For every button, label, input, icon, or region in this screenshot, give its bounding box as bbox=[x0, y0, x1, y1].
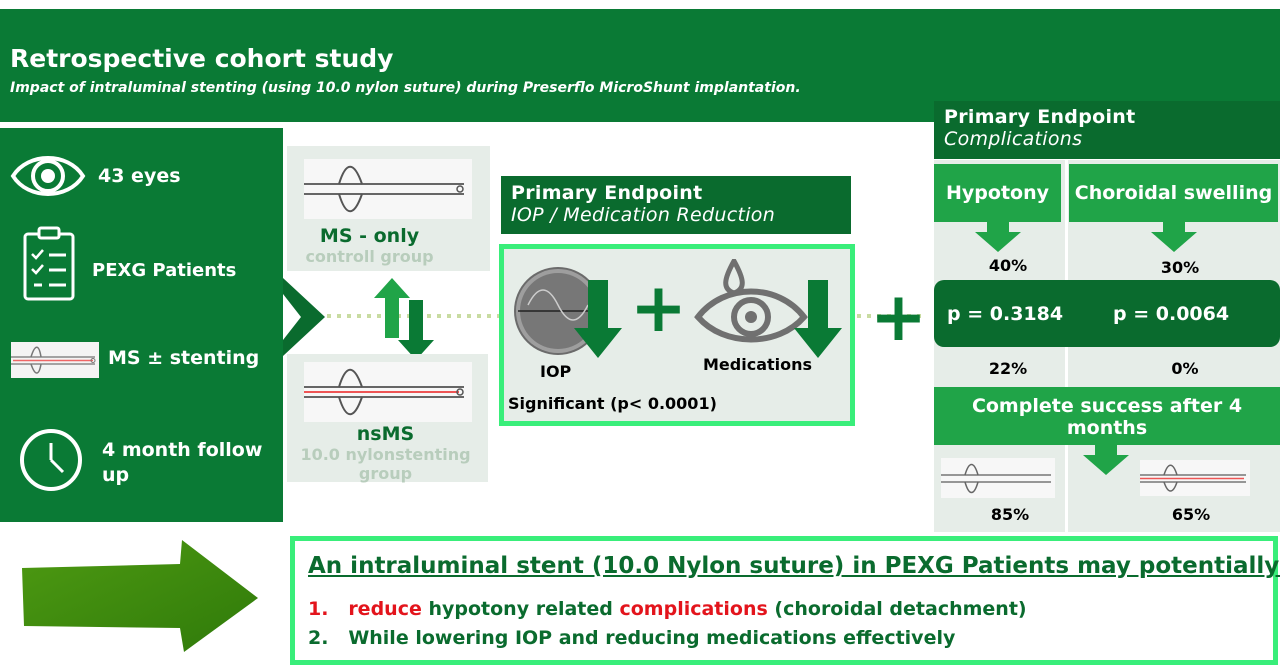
stenting-label: MS ± stenting bbox=[108, 347, 260, 369]
microshunt-icon bbox=[304, 159, 472, 219]
significance-label: Significant (p< 0.0001) bbox=[508, 394, 717, 413]
complications-subheading: Complications bbox=[944, 128, 1083, 150]
item2-text: While lowering IOP and reducing medicati… bbox=[348, 627, 956, 649]
clock-icon bbox=[20, 429, 82, 491]
success-ms-pct: 85% bbox=[990, 505, 1030, 524]
nsms-label: nsMS bbox=[356, 423, 415, 445]
conclusion-heading: An intraluminal stent (10.0 Nylon suture… bbox=[308, 553, 1280, 579]
down-arrow-icon bbox=[1083, 443, 1129, 475]
choroidal-swelling-box: Choroidal swelling bbox=[1069, 164, 1278, 222]
complications-endpoint-header: Primary Endpoint Complications bbox=[934, 101, 1280, 159]
eye-drop-icon bbox=[694, 259, 808, 343]
complications-heading: Primary Endpoint bbox=[944, 106, 1136, 128]
ms-only-label: MS - only bbox=[319, 225, 420, 247]
item1-complications: complications bbox=[619, 598, 768, 620]
follow-up-line1: 4 month follow bbox=[102, 439, 263, 461]
down-arrow-icon bbox=[794, 280, 842, 358]
clipboard-checklist-icon bbox=[23, 226, 75, 301]
item1-end: (choroidal detachment) bbox=[767, 598, 1027, 620]
conclusion-box bbox=[290, 536, 1278, 665]
item1-mid: hypotony related bbox=[421, 598, 620, 620]
swap-arrows-icon bbox=[374, 278, 434, 360]
down-arrow-icon bbox=[1151, 220, 1197, 252]
complete-success-line2: months bbox=[1066, 417, 1148, 439]
eye-icon bbox=[10, 156, 86, 196]
iop-label: IOP bbox=[540, 362, 572, 381]
down-arrow-icon bbox=[975, 220, 1021, 252]
plus-sign: + bbox=[870, 278, 927, 357]
hypotony-nsms-pct: 22% bbox=[988, 359, 1028, 378]
microshunt-icon bbox=[304, 362, 472, 422]
hypotony-ms-pct: 40% bbox=[988, 256, 1028, 275]
complete-success-box: Complete success after 4 months bbox=[934, 387, 1280, 445]
hypotony-box: Hypotony bbox=[934, 164, 1061, 222]
follow-up-line2: up bbox=[102, 464, 130, 486]
right-arrow-icon bbox=[22, 540, 258, 652]
patients-label: PEXG Patients bbox=[92, 260, 237, 281]
microshunt-icon bbox=[11, 342, 99, 378]
chevron-right-icon bbox=[283, 278, 325, 356]
iop-endpoint-heading: Primary Endpoint bbox=[511, 182, 703, 204]
complete-success-line1: Complete success after 4 bbox=[971, 395, 1243, 417]
p-value-hypotony: p = 0.3184 bbox=[947, 303, 1064, 325]
microshunt-icon bbox=[941, 458, 1055, 498]
nsms-sublabel-line2: group bbox=[358, 464, 413, 483]
ms-only-sublabel: controll group bbox=[305, 247, 434, 266]
item1-reduce: reduce bbox=[348, 598, 422, 620]
down-arrow-icon bbox=[574, 280, 622, 358]
medications-label: Medications bbox=[703, 355, 813, 374]
page-subtitle: Impact of intraluminal stenting (using 1… bbox=[10, 80, 801, 96]
item2-number: 2. bbox=[308, 627, 329, 649]
iop-endpoint-header: Primary Endpoint IOP / Medication Reduct… bbox=[501, 176, 851, 234]
plus-sign: + bbox=[630, 269, 687, 348]
iop-endpoint-subheading: IOP / Medication Reduction bbox=[511, 204, 776, 226]
choroidal-nsms-pct: 0% bbox=[1171, 359, 1199, 378]
item1-number: 1. bbox=[308, 598, 329, 620]
choroidal-ms-pct: 30% bbox=[1160, 258, 1200, 277]
conclusion-item-2: 2. While lowering IOP and reducing medic… bbox=[308, 627, 955, 649]
conclusion-item-1: 1. reduce hypotony related complications… bbox=[308, 598, 1027, 620]
microshunt-icon bbox=[1140, 460, 1250, 496]
success-nsms-pct: 65% bbox=[1171, 505, 1211, 524]
nsms-sublabel-line1: 10.0 nylonstenting bbox=[300, 445, 471, 464]
p-values-bar bbox=[934, 280, 1280, 347]
p-value-choroidal: p = 0.0064 bbox=[1113, 303, 1230, 325]
page-title: Retrospective cohort study bbox=[10, 44, 394, 73]
eyes-count: 43 eyes bbox=[98, 165, 181, 187]
